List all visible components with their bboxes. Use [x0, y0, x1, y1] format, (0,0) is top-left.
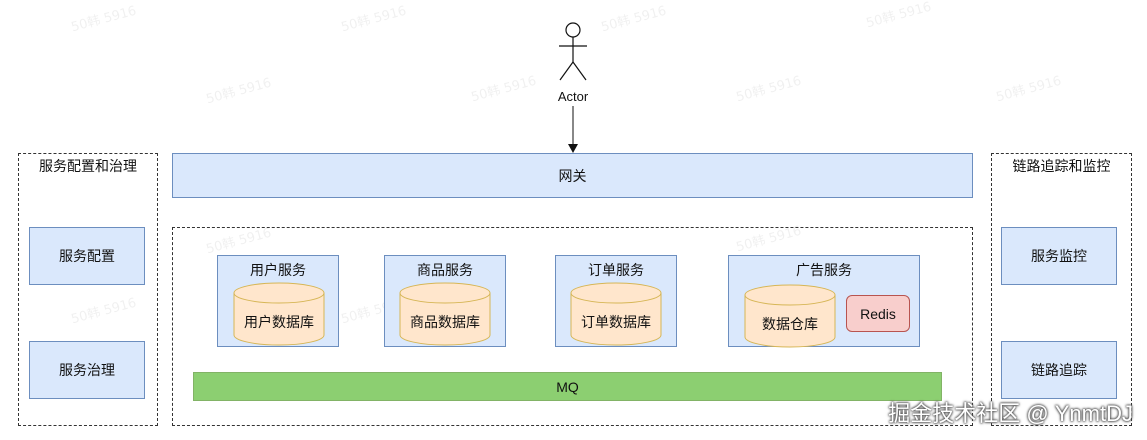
watermark: 50韩 5916	[864, 0, 934, 32]
config-governance-panel	[18, 153, 158, 426]
service-governance-box[interactable]: 服务治理	[29, 341, 145, 399]
data-warehouse[interactable]: 数据仓库	[744, 284, 836, 348]
mq-bar[interactable]: MQ	[193, 372, 942, 401]
order-service-title: 订单服务	[588, 263, 644, 279]
user-database[interactable]: 用户数据库	[233, 282, 325, 346]
watermark: 50韩 5916	[204, 75, 274, 108]
actor-label: Actor	[557, 89, 589, 104]
data-warehouse-label: 数据仓库	[762, 317, 818, 333]
database-icon	[570, 282, 662, 346]
ad-service-title: 广告服务	[796, 263, 852, 279]
watermark: 50韩 5916	[734, 73, 804, 106]
watermark: 50韩 5916	[339, 3, 409, 36]
product-database-label: 商品数据库	[410, 315, 480, 331]
config-governance-title: 服务配置和治理	[39, 159, 137, 175]
service-config-box[interactable]: 服务配置	[29, 227, 145, 285]
tracing-monitoring-title: 链路追踪和监控	[1012, 159, 1111, 175]
tracing-monitoring-panel	[991, 153, 1132, 426]
credit-watermark: 掘金技术社区 @ YnmtDJ	[888, 401, 1133, 426]
services-container	[172, 227, 973, 426]
redis-cache[interactable]: Redis	[846, 295, 910, 332]
request-arrow	[568, 106, 578, 153]
watermark: 50韩 5916	[599, 3, 669, 36]
link-tracing-box[interactable]: 链路追踪	[1001, 341, 1117, 399]
user-database-label: 用户数据库	[244, 315, 314, 331]
database-icon	[744, 284, 836, 348]
actor-icon	[559, 22, 587, 81]
gateway-box[interactable]: 网关	[172, 153, 973, 198]
database-icon	[233, 282, 325, 346]
service-monitoring-box[interactable]: 服务监控	[1001, 227, 1117, 285]
order-database-label: 订单数据库	[581, 315, 651, 331]
watermark: 50韩 5916	[69, 3, 139, 36]
product-database[interactable]: 商品数据库	[399, 282, 491, 346]
user-service-title: 用户服务	[250, 263, 306, 279]
database-icon	[399, 282, 491, 346]
watermark: 50韩 5916	[994, 73, 1064, 106]
watermark: 50韩 5916	[469, 73, 539, 106]
order-database[interactable]: 订单数据库	[570, 282, 662, 346]
product-service-title: 商品服务	[417, 263, 473, 279]
